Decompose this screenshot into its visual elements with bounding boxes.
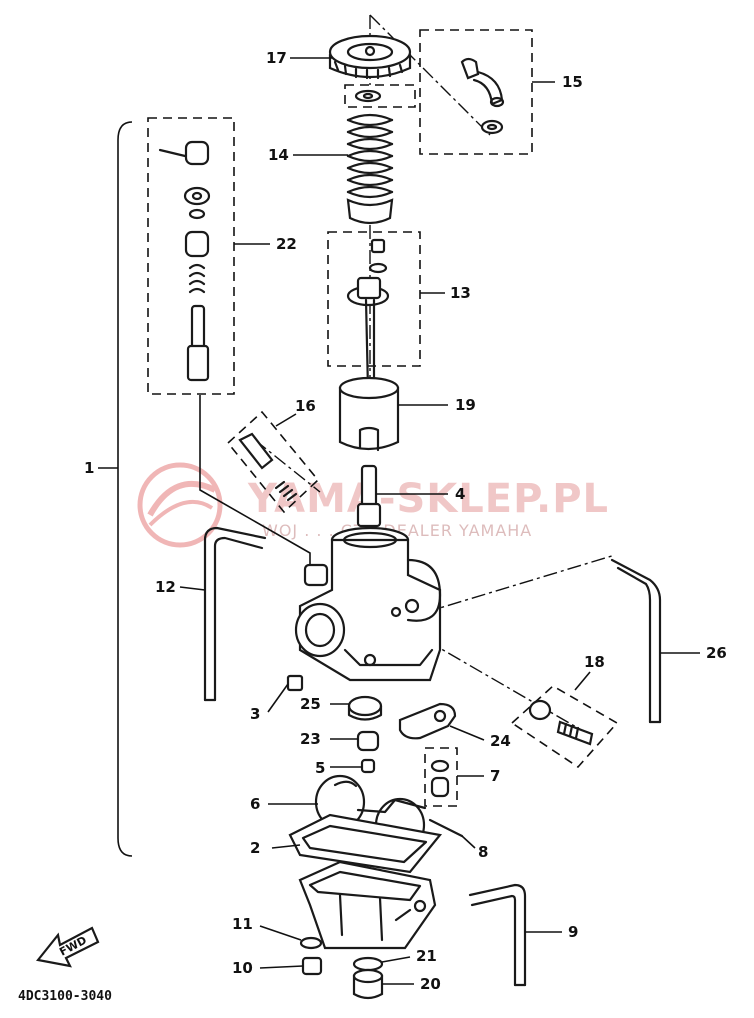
label-part-2: 2 (250, 839, 260, 857)
group-box-17-washer (344, 84, 416, 108)
watermark-brand: YAMA-SKLEP.PL (247, 476, 609, 522)
gasket-21 (352, 956, 384, 972)
group-box-18 (510, 685, 619, 769)
leader-lines (179, 57, 700, 985)
label-part-6: 6 (250, 795, 260, 813)
float-bowl (298, 860, 437, 950)
throttle-screw-18 (528, 699, 594, 746)
bracket-part-1 (117, 121, 133, 857)
starter-plunger-22 (158, 140, 211, 382)
label-part-3: 3 (250, 705, 260, 723)
cap-17 (328, 34, 412, 80)
group-box-16 (226, 410, 320, 514)
gasket-2 (288, 813, 443, 874)
main-jet-23 (356, 730, 380, 752)
label-part-17: 17 (266, 49, 287, 67)
label-part-12: 12 (155, 578, 176, 596)
label-part-20: 20 (420, 975, 441, 993)
throttle-valve-19 (338, 376, 400, 452)
label-part-13: 13 (450, 284, 471, 302)
label-part-15: 15 (562, 73, 583, 91)
label-part-24: 24 (490, 732, 511, 750)
float-valve-7 (430, 759, 450, 798)
label-part-22: 22 (276, 235, 297, 253)
label-part-23: 23 (300, 730, 321, 748)
plug-20 (352, 968, 384, 1000)
carburetor-body (294, 526, 442, 682)
main-jet-holder-25 (347, 695, 383, 721)
screw-3 (286, 674, 304, 692)
label-part-5: 5 (315, 759, 325, 777)
label-part-21: 21 (416, 947, 437, 965)
float-pin-8 (428, 818, 464, 838)
watermark-logo-icon (137, 462, 223, 548)
label-part-10: 10 (232, 959, 253, 977)
label-part-26: 26 (706, 644, 727, 662)
group-box-22 (147, 117, 235, 395)
fwd-arrow-icon: FWD (35, 926, 100, 968)
drain-plug-10 (301, 956, 323, 976)
label-part-25: 25 (300, 695, 321, 713)
label-part-4: 4 (455, 485, 465, 503)
washer-11 (299, 936, 323, 950)
overflow-hose-9 (468, 883, 527, 987)
spring-14 (346, 113, 394, 225)
needle-13 (346, 238, 390, 392)
elbow-fitting-15 (460, 57, 505, 135)
label-part-1: 1 (84, 459, 94, 477)
label-part-8: 8 (478, 843, 488, 861)
label-part-9: 9 (568, 923, 578, 941)
label-part-14: 14 (268, 146, 289, 164)
label-part-11: 11 (232, 915, 253, 933)
label-part-7: 7 (490, 767, 500, 785)
label-part-16: 16 (295, 397, 316, 415)
washer-17 (354, 89, 382, 103)
vent-hose-26 (610, 558, 662, 724)
group-box-15 (419, 29, 533, 155)
pilot-screw-16 (238, 432, 298, 502)
label-part-19: 19 (455, 396, 476, 414)
needle-jet-4 (356, 464, 382, 528)
vent-hose-12 (203, 526, 267, 702)
pilot-jet-5 (360, 758, 376, 774)
label-part-18: 18 (584, 653, 605, 671)
group-box-7 (424, 747, 458, 807)
bracket-24 (398, 702, 457, 740)
part-number-labels: 1 2 3 4 5 6 7 8 9 10 11 12 13 14 15 16 1… (84, 49, 727, 993)
drawing-code: 4DC3100-3040 (18, 989, 112, 1004)
